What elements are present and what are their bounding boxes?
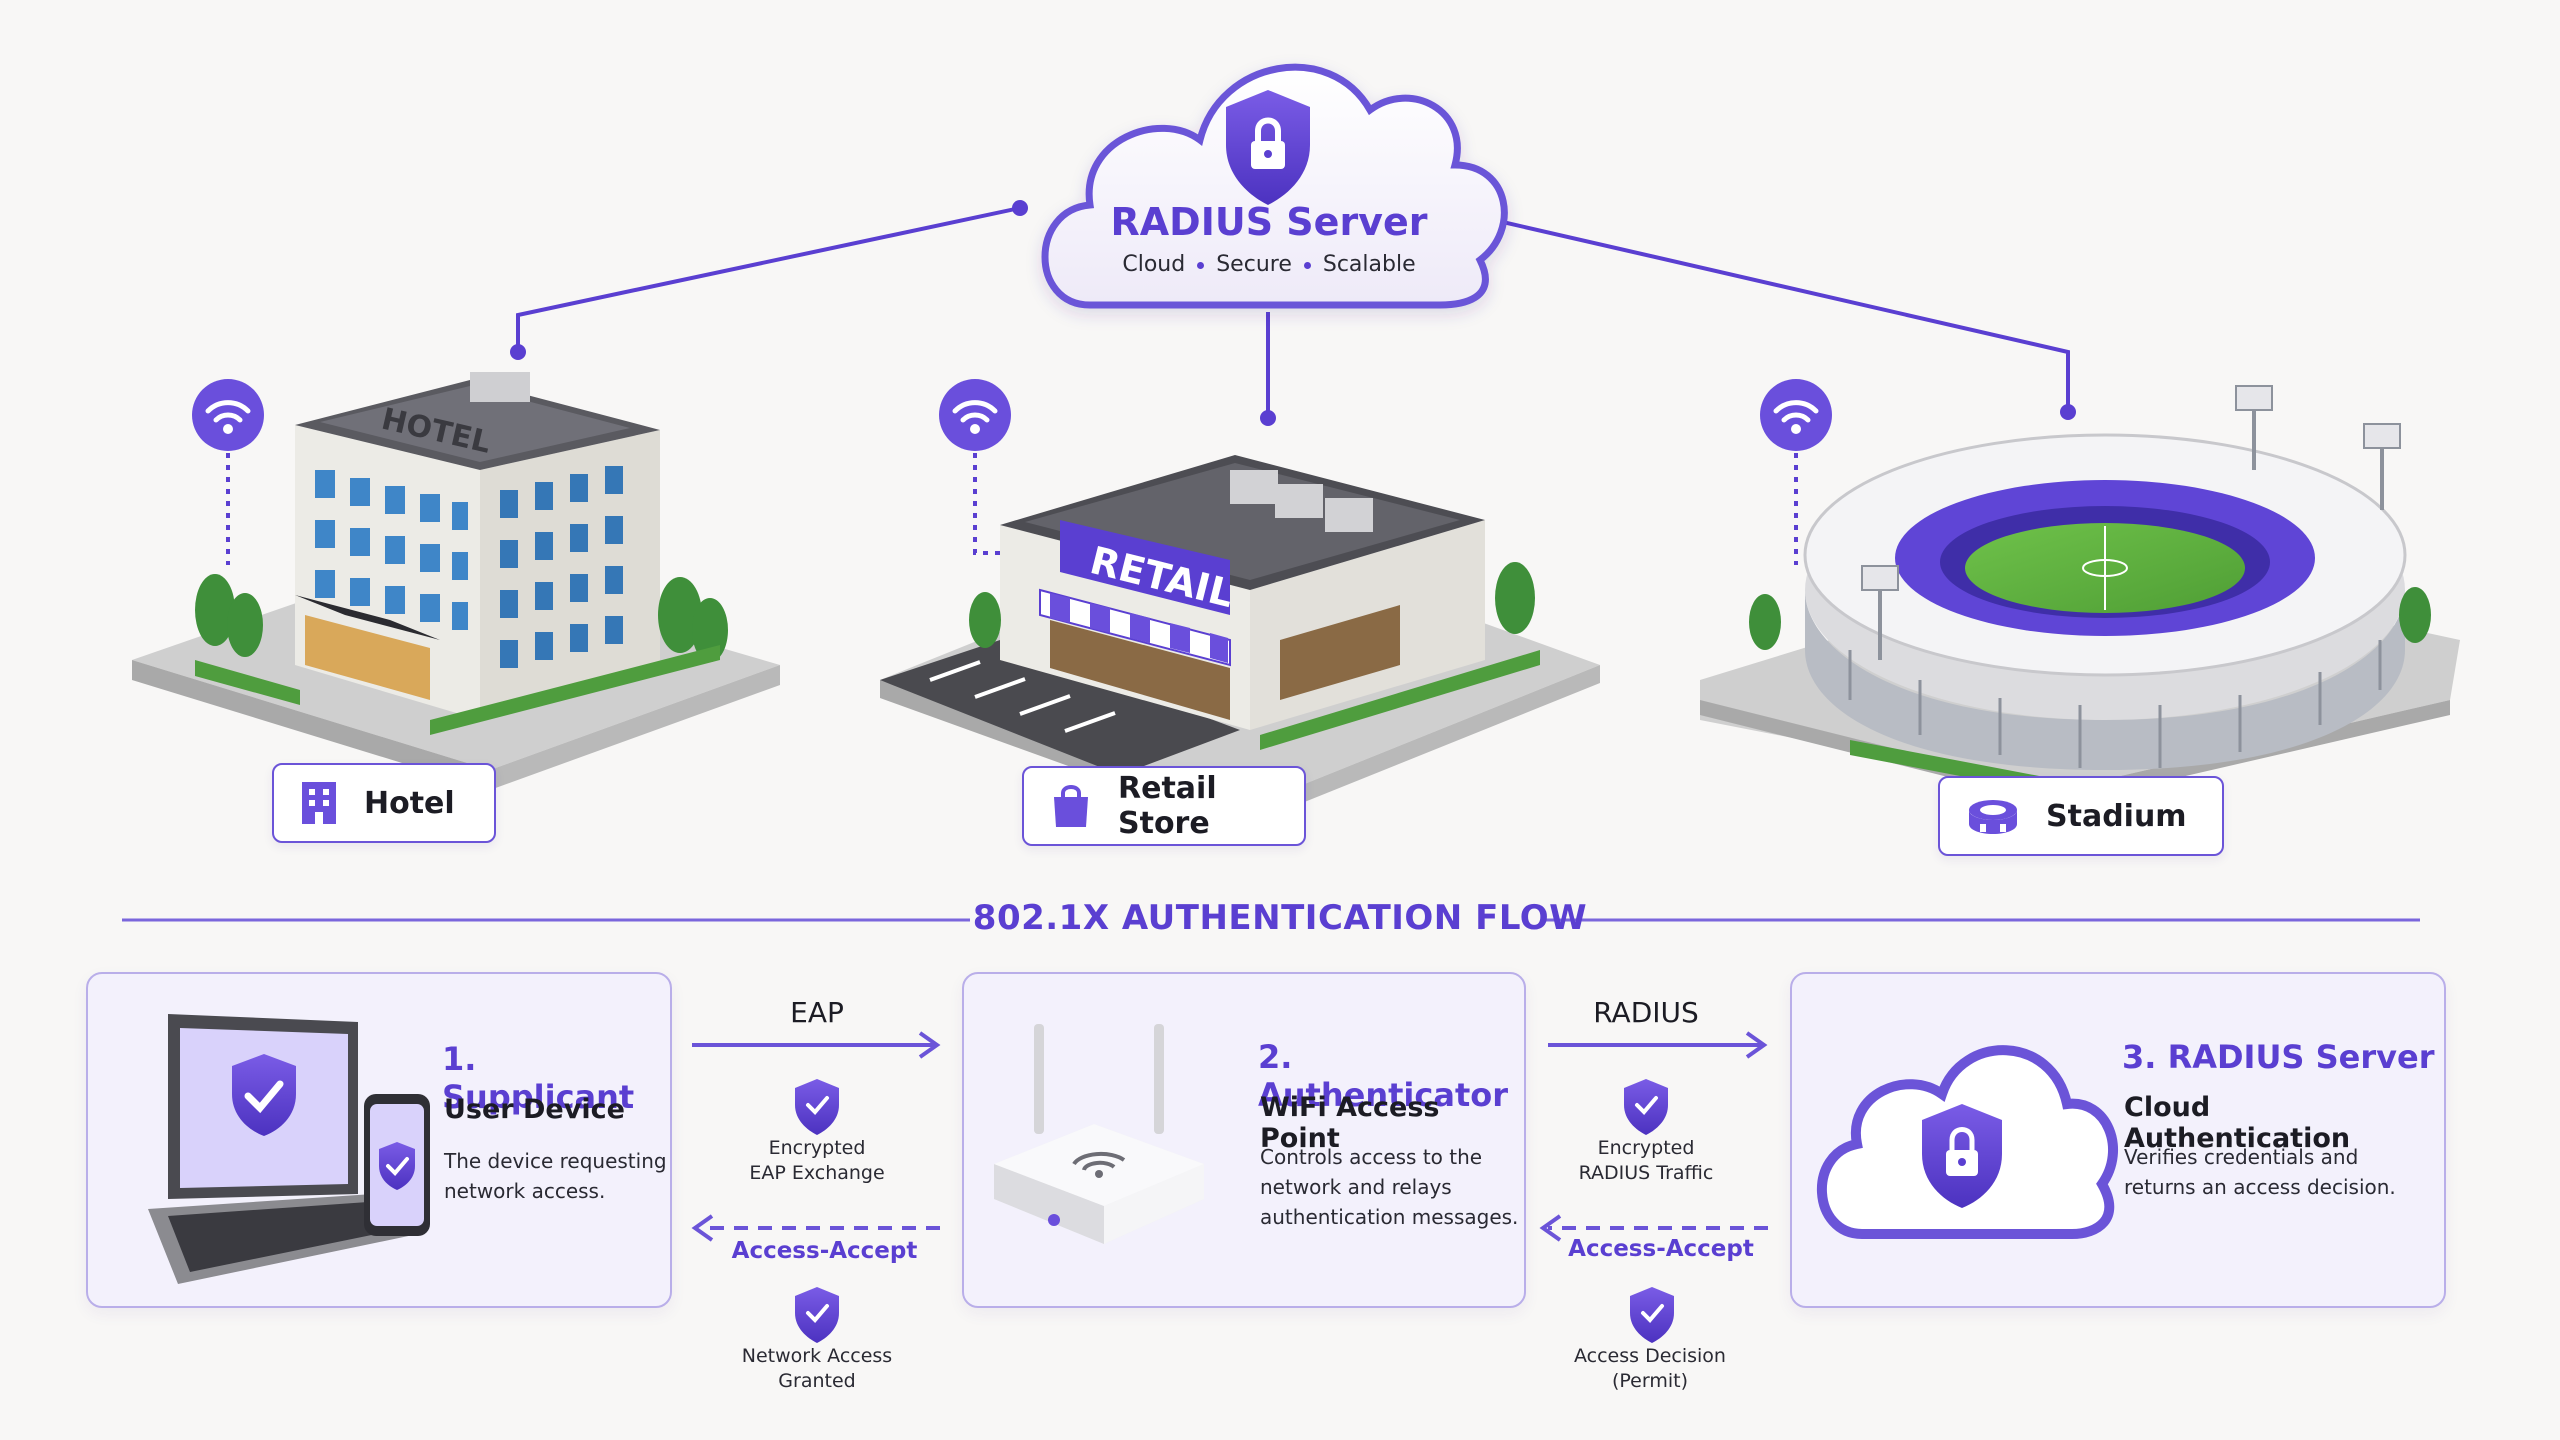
step-title: 2. Authenticator — [1258, 1038, 1508, 1114]
step-title: 3. RADIUS Server — [2122, 1038, 2435, 1076]
server-tag: Secure — [1216, 252, 1292, 277]
shield-check-icon — [795, 1287, 839, 1343]
shield-check-icon — [1630, 1287, 1674, 1343]
step-title: 1. Supplicant — [442, 1040, 635, 1116]
flow-step-supplicant: 1. Supplicant User Device The device req… — [86, 972, 672, 1308]
protocol-label-eap: EAP — [790, 996, 844, 1029]
link-note: Access Decision (Permit) — [1574, 1345, 1726, 1392]
hotel-building-icon — [302, 782, 336, 824]
shield-check-icon — [1624, 1079, 1668, 1135]
location-label: Stadium — [2046, 798, 2187, 834]
shield-lock-icon — [1226, 90, 1310, 205]
response-label: Access-Accept — [1568, 1236, 1754, 1262]
step-subtitle: Cloud Authentication — [2124, 1092, 2351, 1154]
flow-arrows — [691, 1031, 1768, 1242]
flow-title: 802.1X AUTHENTICATION FLOW — [972, 898, 1588, 938]
location-label: Retail Store — [1118, 771, 1217, 841]
wifi-pin-icon-hotel — [192, 379, 264, 565]
location-label: Hotel — [364, 785, 455, 821]
wifi-pin-icon-stadium — [1760, 379, 1832, 565]
link-note: Network Access Granted — [741, 1345, 893, 1392]
cloud-lock-icon — [1817, 1045, 2118, 1239]
retail-store-illustration — [880, 455, 1600, 828]
step-description: Verifies credentials and returns an acce… — [2124, 1145, 2396, 1199]
shield-check-icon — [795, 1079, 839, 1135]
location-card-hotel: Hotel — [272, 763, 496, 843]
location-card-retail: Retail Store — [1022, 766, 1306, 846]
step-description: The device requesting network access. — [444, 1149, 667, 1203]
link-note: Encrypted RADIUS Traffic — [1578, 1137, 1714, 1184]
flow-step-authenticator: 2. Authenticator WiFi Access Point Contr… — [962, 972, 1526, 1308]
server-tags: Cloud Secure Scalable — [1036, 252, 1502, 277]
shopping-bag-icon — [1054, 785, 1088, 827]
link-note: Encrypted EAP Exchange — [749, 1137, 885, 1184]
step-subtitle: WiFi Access Point — [1260, 1092, 1440, 1154]
protocol-label-radius: RADIUS — [1593, 996, 1699, 1029]
location-card-stadium: Stadium — [1938, 776, 2224, 856]
server-tag: Scalable — [1322, 252, 1416, 277]
hotel-connector — [516, 206, 1021, 352]
stadium-connector — [1493, 218, 2070, 412]
stadium-icon — [1969, 800, 2017, 834]
stadium-illustration — [1700, 385, 2460, 805]
laptop-phone-icon — [148, 1014, 430, 1284]
flow-step-radius-server: 3. RADIUS Server Cloud Authentication Ve… — [1790, 972, 2446, 1308]
server-connectors — [516, 206, 2070, 418]
hotel-building-illustration — [132, 372, 780, 790]
server-tag: Cloud — [1122, 252, 1186, 277]
server-title: RADIUS Server — [1110, 200, 1428, 244]
response-label: Access-Accept — [731, 1238, 918, 1264]
step-subtitle: User Device — [444, 1094, 625, 1125]
wifi-access-point-icon — [994, 1024, 1204, 1244]
step-description: Controls access to the network and relay… — [1260, 1145, 1519, 1229]
